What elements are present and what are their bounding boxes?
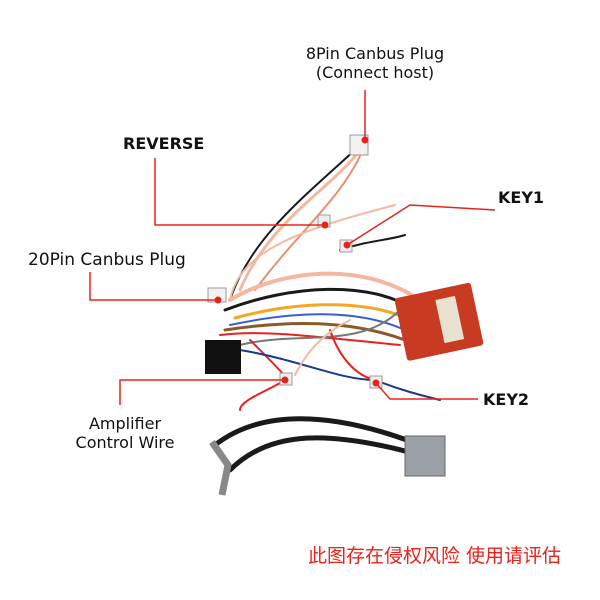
label-amp-line1: Amplifier [88, 414, 162, 433]
antenna-plug [209, 440, 232, 496]
label-20pin-canbus-plug: 20Pin Canbus Plug [28, 250, 186, 270]
label-8pin-line2: (Connect host) [315, 63, 435, 82]
iso-connector [205, 340, 241, 374]
label-amp-line2: Control Wire [75, 433, 175, 452]
canbus-module [394, 282, 484, 361]
label-key1: KEY1 [498, 188, 545, 207]
warning-text: 此图存在侵权风险 使用请评估 [308, 545, 562, 567]
label-reverse: REVERSE [123, 134, 205, 153]
leader-lines [89, 90, 496, 405]
label-key2: KEY2 [483, 390, 530, 409]
label-8pin-canbus-plug: 8Pin Canbus Plug (Connect host) [300, 44, 450, 82]
label-8pin-line1: 8Pin Canbus Plug [305, 44, 445, 63]
label-amplifier-control-wire: Amplifier Control Wire [55, 414, 195, 452]
leader-dots [214, 136, 380, 387]
antenna-adapter [404, 435, 446, 477]
